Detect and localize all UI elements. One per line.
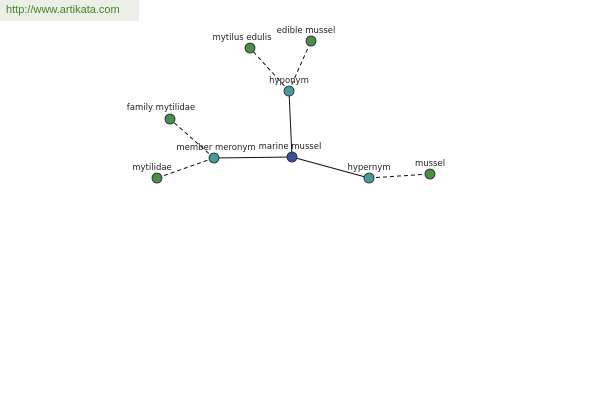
edge-meronym-mytilidae: [156, 157, 215, 179]
edge-hyponym-mytilus-edulis: [249, 47, 290, 92]
hyponym-label[interactable]: hyponym: [269, 76, 309, 86]
hypernym-node[interactable]: [363, 172, 375, 184]
mussel-label[interactable]: mussel: [415, 159, 445, 169]
family-mytilidae-node[interactable]: [164, 113, 176, 125]
edible-mussel-label[interactable]: edible mussel: [277, 26, 336, 36]
site-url-banner[interactable]: http://www.artikata.com: [0, 0, 139, 21]
mytilidae-label[interactable]: mytilidae: [132, 163, 172, 173]
hyponym-node[interactable]: [283, 85, 295, 97]
family-mytilidae-label[interactable]: family mytilidae: [127, 103, 196, 113]
mussel-node[interactable]: [424, 168, 436, 180]
edge-center-member-meronym: [213, 156, 293, 159]
mytilus-edulis-label[interactable]: mytilus edulis: [212, 33, 272, 43]
edge-center-hypernym: [291, 156, 370, 179]
edge-center-hyponym: [288, 90, 293, 158]
member-meronym-node[interactable]: [208, 152, 220, 164]
edge-meronym-family-mytilidae: [169, 118, 215, 159]
center-label[interactable]: marine mussel: [259, 142, 322, 152]
member-meronym-label[interactable]: member meronym: [176, 143, 255, 153]
hypernym-label[interactable]: hypernym: [347, 163, 390, 173]
edible-mussel-node[interactable]: [305, 35, 317, 47]
edge-hyponym-edible-mussel: [288, 40, 312, 92]
mytilidae-node[interactable]: [151, 172, 163, 184]
edge-hypernym-mussel: [368, 173, 431, 179]
mytilus-edulis-node[interactable]: [244, 42, 256, 54]
center-node[interactable]: [286, 151, 298, 163]
